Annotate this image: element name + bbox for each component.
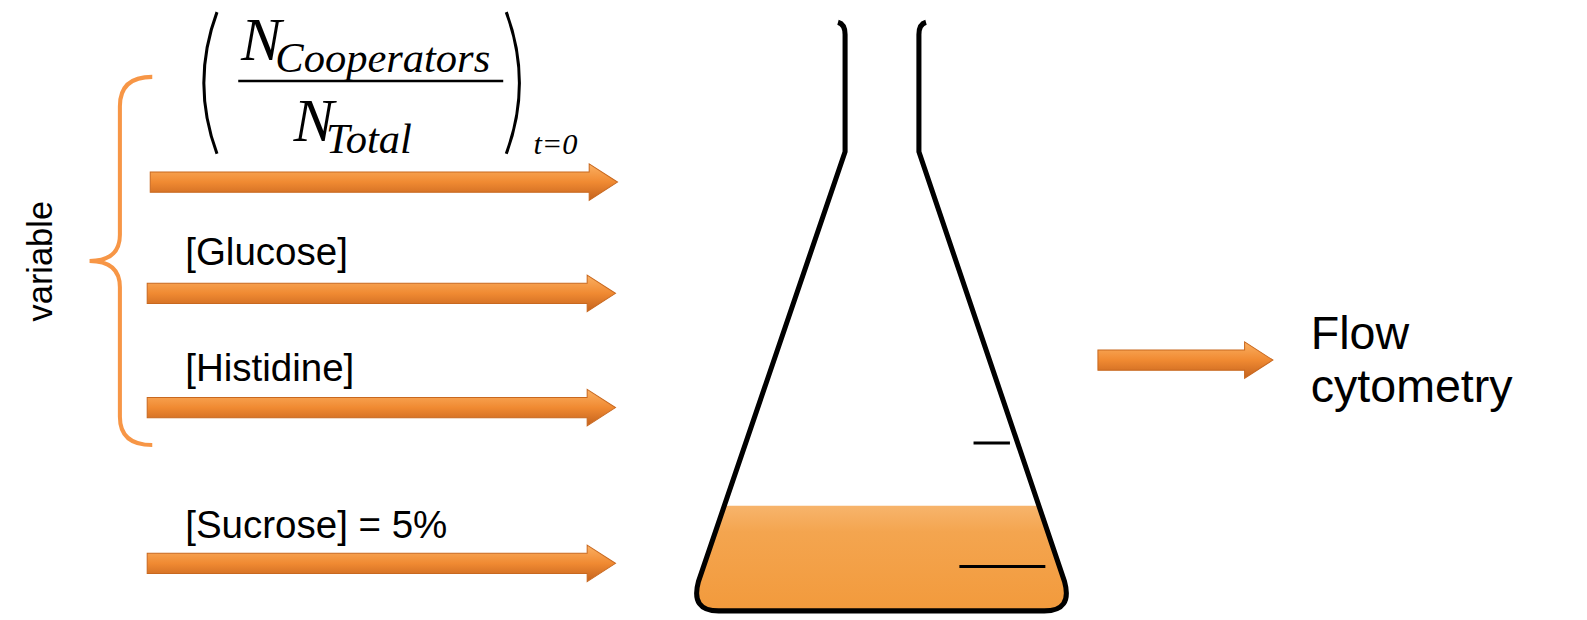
math-subscript: t=0 (533, 129, 577, 159)
math-subscript: Total (326, 118, 412, 161)
input-arrow (147, 545, 615, 581)
input-label: [Sucrose] = 5% (185, 506, 447, 545)
input-label: [Histidine] (185, 349, 354, 388)
input-arrow (147, 389, 615, 425)
erlenmeyer-flask (697, 22, 1067, 611)
input-label: [Glucose] (185, 233, 348, 272)
left-parenthesis (204, 12, 217, 154)
input-arrow (147, 275, 615, 311)
math-subscript: Cooperators (275, 37, 490, 80)
output-label: Flow cytometry (1311, 307, 1564, 414)
input-arrow (150, 164, 617, 200)
flask-liquid (697, 506, 1065, 611)
output-arrow (1098, 342, 1273, 378)
fraction-bar (238, 80, 503, 83)
graduation-mark (974, 441, 1010, 444)
graduation-mark (959, 565, 1045, 568)
right-parenthesis (506, 12, 519, 154)
bracket-label: variable (23, 201, 57, 321)
curly-brace (90, 77, 153, 445)
